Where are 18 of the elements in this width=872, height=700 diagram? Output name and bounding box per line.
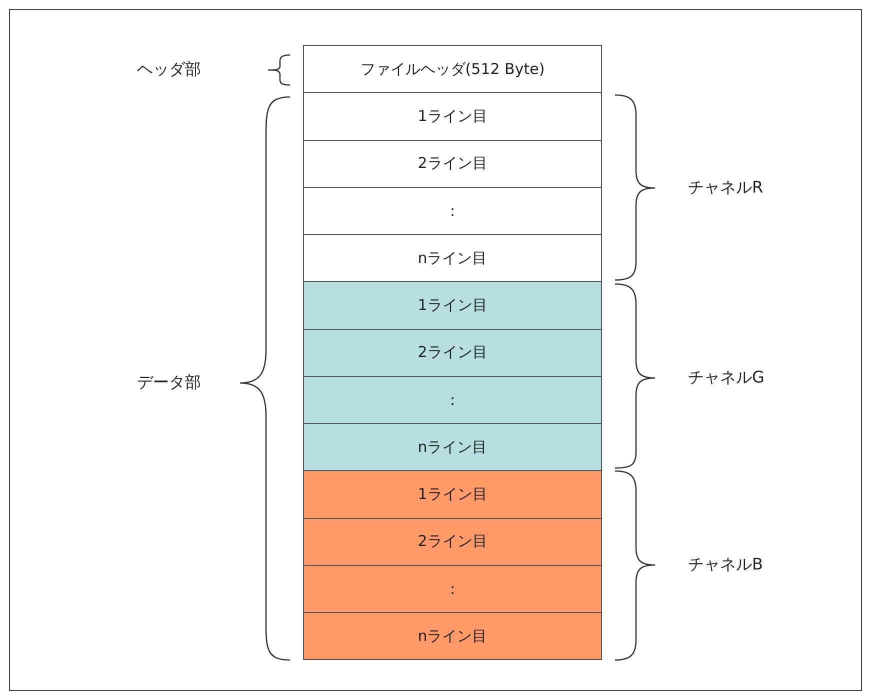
- line-row: nライン目: [303, 234, 602, 282]
- line-row: 2ライン目: [303, 328, 602, 377]
- section-label: ヘッダ部: [137, 60, 201, 80]
- line-row: nライン目: [303, 612, 602, 660]
- line-row: :: [303, 564, 602, 613]
- line-row: nライン目: [303, 423, 602, 472]
- section-label: チャネルR: [688, 178, 764, 198]
- line-row: 1ライン目: [303, 92, 602, 140]
- line-row: 1ライン目: [303, 281, 602, 330]
- header-row: ファイルヘッダ(512 Byte): [303, 45, 602, 94]
- line-row: 1ライン目: [303, 470, 602, 518]
- line-row: :: [303, 186, 602, 235]
- section-label: データ部: [137, 372, 201, 394]
- section-label: チャネルG: [688, 368, 764, 388]
- line-row: :: [303, 376, 602, 424]
- section-label: チャネルB: [688, 554, 763, 576]
- line-row: 2ライン目: [303, 140, 602, 188]
- line-row: 2ライン目: [303, 518, 602, 566]
